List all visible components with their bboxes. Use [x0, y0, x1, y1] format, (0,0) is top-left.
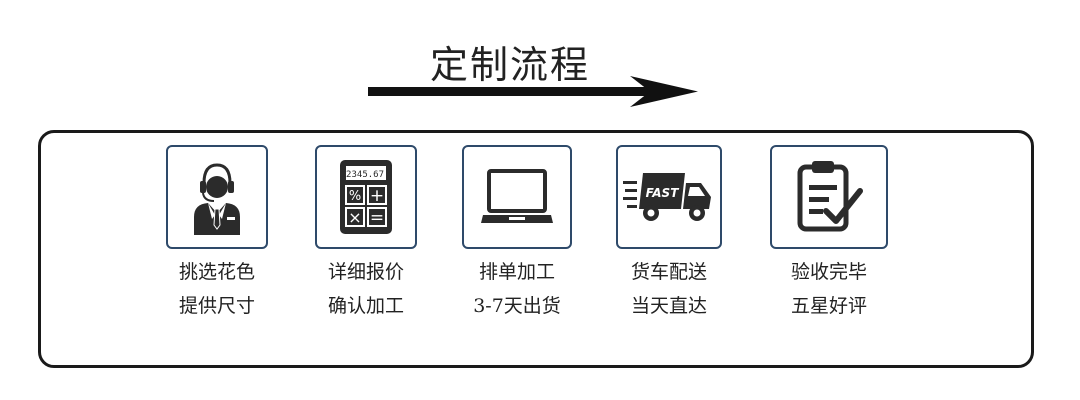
step-label: 详细报价 确认加工 [296, 255, 436, 323]
calculator-icon: 12345.67 % + × = [340, 160, 392, 234]
svg-text:=: = [370, 208, 384, 228]
step-icon-box: 12345.67 % + × = [315, 145, 417, 249]
step-label-line2: 当天直达 [630, 295, 707, 317]
step-processing: 排单加工 3-7天出货 [447, 145, 587, 323]
calculator-display-text: 12345.67 [341, 170, 384, 180]
process-panel: 挑选花色 提供尺寸 12345.67 % + × = 详细报价 确认加工 [38, 130, 1034, 368]
svg-text:%: % [349, 189, 361, 204]
step-label-line1: 验收完毕 [790, 261, 867, 283]
step-acceptance: 验收完毕 五星好评 [759, 145, 899, 323]
step-label-line1: 挑选花色 [178, 261, 255, 283]
step-label: 挑选花色 提供尺寸 [147, 255, 287, 323]
step-label: 货车配送 当天直达 [599, 255, 739, 323]
process-arrow-icon [368, 76, 698, 107]
step-label: 排单加工 3-7天出货 [447, 255, 587, 323]
step-label-line1: 详细报价 [327, 261, 404, 283]
step-label-line1: 排单加工 [478, 261, 555, 283]
step-label-line2: 3-7天出货 [473, 295, 561, 317]
step-label-line2: 确认加工 [327, 295, 404, 317]
step-label: 验收完毕 五星好评 [759, 255, 899, 323]
truck-fast-text: FAST [646, 186, 680, 200]
page-title: 定制流程 [430, 43, 591, 87]
step-label-line2: 五星好评 [790, 295, 867, 317]
step-icon-box [166, 145, 268, 249]
step-quote: 12345.67 % + × = 详细报价 确认加工 [296, 145, 436, 323]
step-icon-box: FAST [616, 145, 722, 249]
step-icon-box [770, 145, 888, 249]
delivery-truck-icon: FAST [623, 173, 711, 221]
step-icon-box [462, 145, 572, 249]
svg-text:+: + [370, 186, 384, 206]
step-label-line2: 提供尺寸 [178, 295, 255, 317]
step-delivery: FAST 货车配送 当天直达 [599, 145, 739, 323]
customer-service-icon [194, 163, 240, 235]
step-label-line1: 货车配送 [630, 261, 707, 283]
svg-text:×: × [348, 208, 361, 227]
laptop-icon [481, 169, 553, 223]
checklist-icon [797, 161, 863, 232]
step-select-pattern: 挑选花色 提供尺寸 [147, 145, 287, 323]
